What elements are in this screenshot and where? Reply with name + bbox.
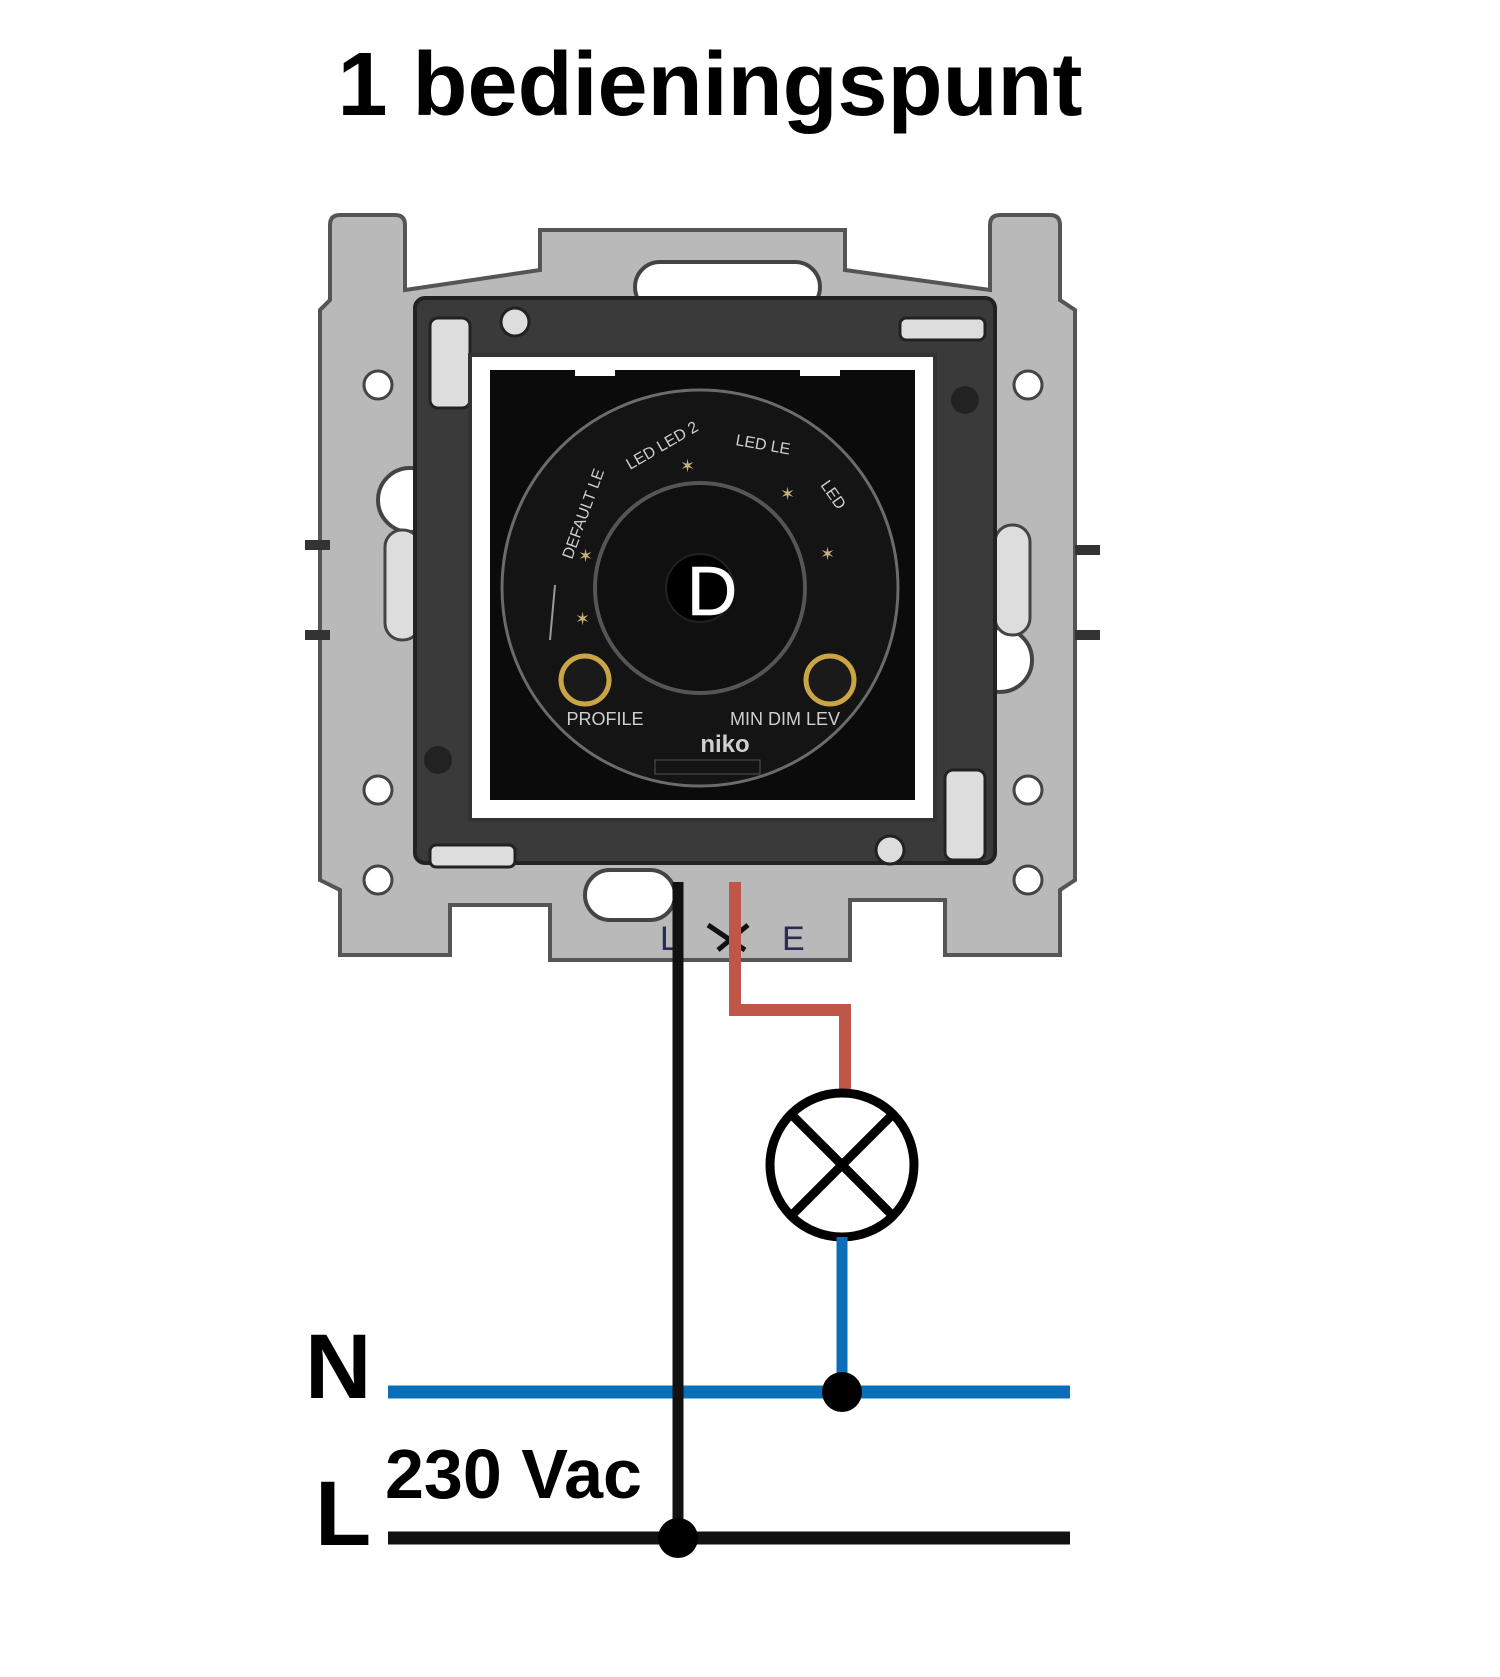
switched-wire [729,882,851,1092]
star-mark-2: ✶ [680,456,695,476]
dimmer-dial: D DEFAULT LE LED LED 2 LED LE LED ✶ ✶ ✶ … [500,388,900,788]
star-mark-3: ✶ [780,484,795,504]
neutral-junction-dot [822,1372,862,1412]
lamp-icon [765,1088,919,1242]
min-dim-knob-label: MIN DIM LEV [730,709,840,729]
star-mark-5: ✶ [575,609,590,629]
min-dim-knob [803,653,857,707]
diagram-title: 1 bedieningspunt [337,35,1082,135]
terminal-label-e: E [782,920,805,958]
voltage-label: 230 Vac [385,1435,642,1513]
neutral-label: N [305,1316,371,1418]
line-junction-dot [658,1518,698,1558]
brand-logo: niko [700,731,749,758]
star-mark-4: ✶ [820,544,835,564]
profile-knob-label: PROFILE [566,709,643,729]
star-mark-1: ✶ [578,546,593,566]
dimmer-center-symbol: D [687,552,738,630]
profile-knob [558,653,612,707]
line-label: L [315,1463,371,1565]
